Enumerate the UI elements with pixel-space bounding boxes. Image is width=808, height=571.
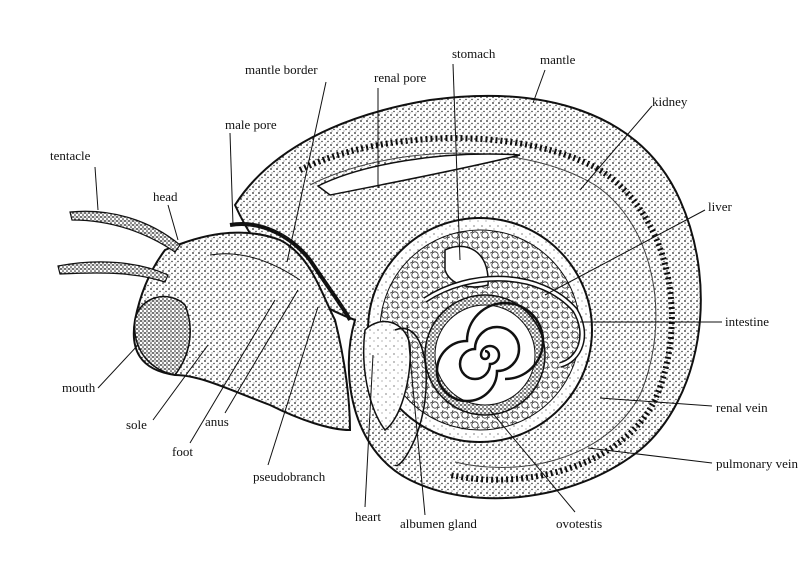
label-albumen-gland: albumen gland [400,516,477,531]
label-mantle: mantle [540,52,576,67]
ovotestis-spiral [425,295,545,415]
label-renal-vein: renal vein [716,400,768,415]
label-renal-pore: renal pore [374,70,427,85]
label-sole: sole [126,417,147,432]
leader-tentacle [95,167,98,210]
label-ovotestis: ovotestis [556,516,602,531]
label-anus: anus [205,414,229,429]
label-mantle-border: mantle border [245,62,318,77]
label-tentacle: tentacle [50,148,91,163]
label-heart: heart [355,509,381,524]
label-head: head [153,189,178,204]
leader-mouth [98,345,138,388]
label-mouth: mouth [62,380,96,395]
label-male-pore: male pore [225,117,277,132]
label-kidney: kidney [652,94,688,109]
tentacle-upper [70,211,180,252]
leader-head [168,205,178,240]
label-foot: foot [172,444,193,459]
leader-mantle [533,70,545,103]
label-intestine: intestine [725,314,769,329]
label-liver: liver [708,199,732,214]
leader-male-pore [230,133,233,225]
label-pulmonary-vein: pulmonary vein [716,456,798,471]
label-pseudobranch: pseudobranch [253,469,326,484]
label-stomach: stomach [452,46,496,61]
